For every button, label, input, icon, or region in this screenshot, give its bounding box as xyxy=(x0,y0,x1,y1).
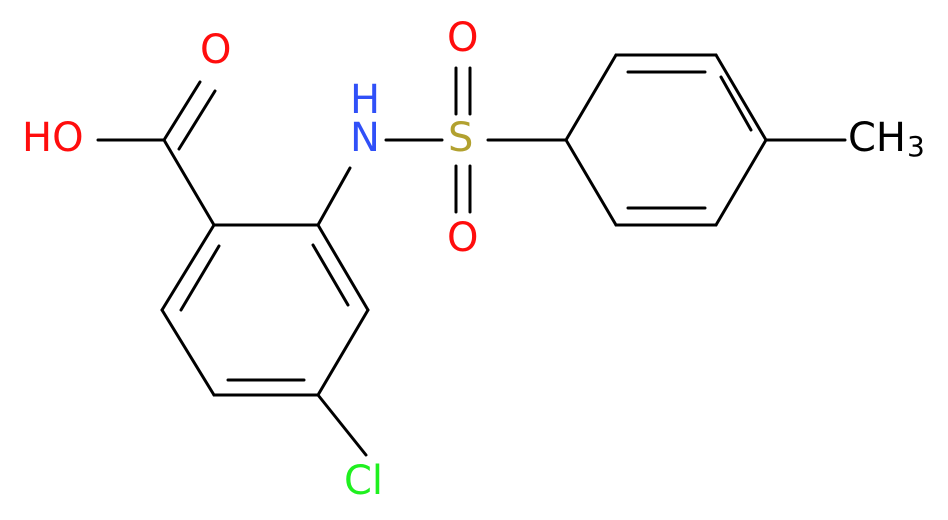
bond-ring1-inner-c2-c3 xyxy=(311,243,350,307)
bond-ring2-inner-right xyxy=(719,75,753,132)
atom-label-chlorine: Cl xyxy=(344,458,383,504)
bond-ring2-f xyxy=(564,138,618,227)
bond-carboxyl-c-o-b xyxy=(177,89,217,151)
bond-ring2-a xyxy=(564,53,618,142)
atom-label-methyl: CH xyxy=(848,115,906,161)
bond-ring1-inner-c6-c1 xyxy=(179,244,221,312)
atom-label-amine-n: N xyxy=(350,115,380,161)
atom-label-amine-h: H xyxy=(350,77,380,123)
bond-c2-n xyxy=(316,166,352,227)
bond-ring1-c3-c4 xyxy=(316,308,370,397)
atom-label-sulfur: S xyxy=(448,115,473,161)
bond-ring2-c xyxy=(714,53,768,142)
bond-ring1-c2-c3 xyxy=(316,223,370,312)
bond-ring1-c5-c6 xyxy=(160,308,216,397)
bond-carboxyl-c-o-a xyxy=(162,80,202,142)
atom-label-sulfonyl-oxygen-bottom: O xyxy=(447,215,478,261)
bond-ring1-c6-c1 xyxy=(160,223,216,312)
atom-label-hydroxyl: HO xyxy=(22,115,84,161)
atom-label-sulfonyl-oxygen-top: O xyxy=(447,15,478,61)
atom-label-methyl-subscript: 3 xyxy=(907,130,925,163)
atom-label-carbonyl-oxygen: O xyxy=(200,27,231,73)
bond-c1-carboxyl-c xyxy=(162,138,216,227)
bond-ring2-d xyxy=(714,138,768,227)
bond-c4-cl xyxy=(316,393,368,457)
